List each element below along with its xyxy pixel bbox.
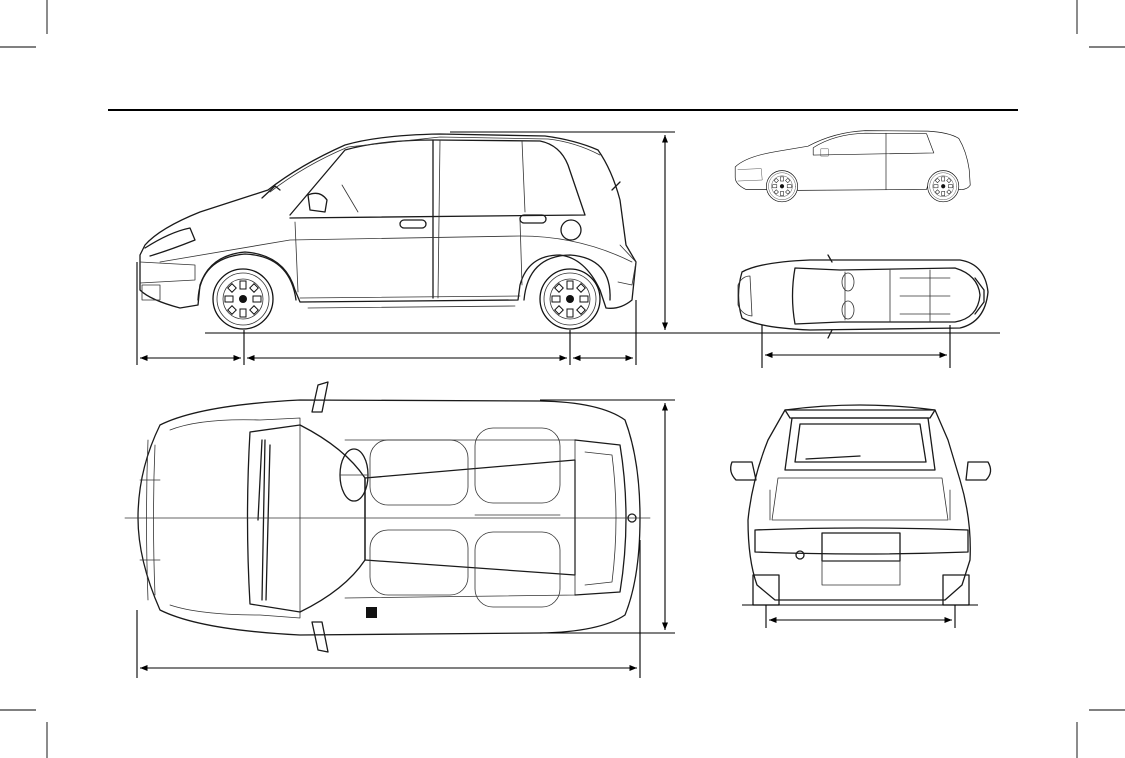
car-top-view-small-icon: [738, 255, 988, 368]
car-rear-view-icon: [731, 405, 991, 628]
car-top-view-icon: [125, 382, 650, 652]
car-side-view-small-icon: [735, 131, 970, 202]
car-side-view-icon: [140, 134, 1000, 333]
side-view-dimensions: [137, 132, 675, 365]
